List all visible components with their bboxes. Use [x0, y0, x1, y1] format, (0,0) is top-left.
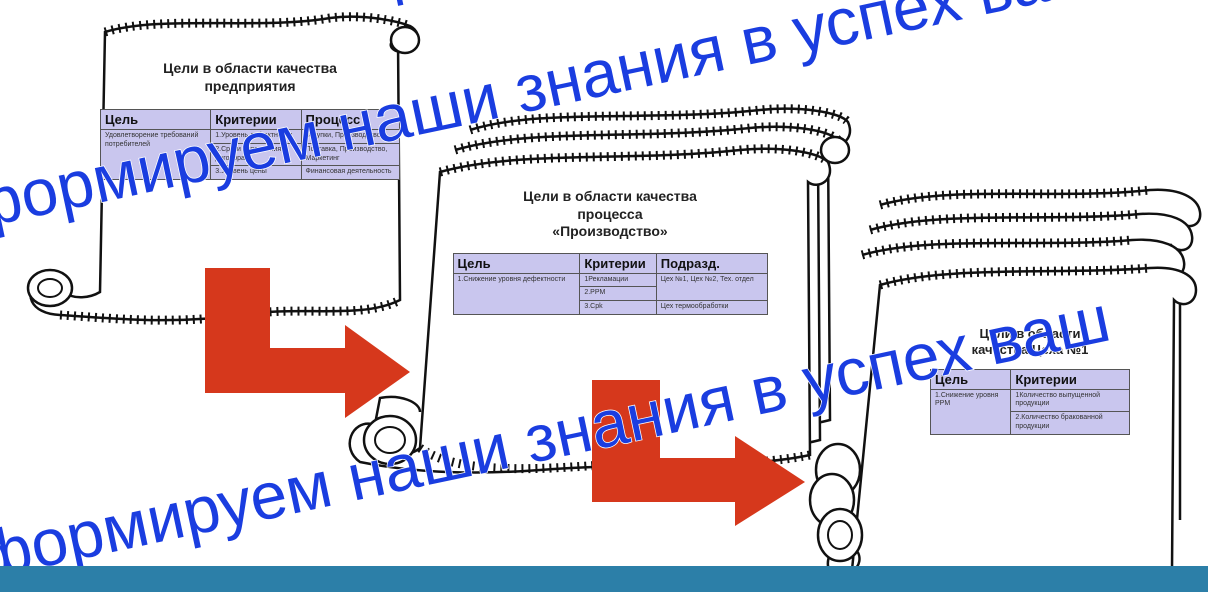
- table-header-row: Цель Критерии Подразд.: [453, 253, 767, 273]
- table-row: 1.Снижение уровня PPM 1Количество выпуще…: [931, 389, 1130, 412]
- table-header: Цель: [453, 253, 580, 273]
- scroll-2-title: Цели в области качества процесса «Произв…: [450, 188, 770, 241]
- scroll-2-title-line1: Цели в области качества: [450, 188, 770, 206]
- scroll-2-table: Цель Критерии Подразд. 1.Снижение уровня…: [453, 253, 768, 315]
- scroll-2-title-line2: процесса: [450, 206, 770, 224]
- scroll-2-content: Цели в области качества процесса «Произв…: [450, 188, 770, 315]
- table-cell: 1Рекламации: [580, 273, 656, 287]
- table-cell: Цех №1, Цех №2, Тех. отдел: [656, 273, 767, 301]
- table-cell: 3.Cpk: [580, 301, 656, 315]
- scroll-2-title-line3: «Производство»: [450, 223, 770, 241]
- table-cell: Цех термообработки: [656, 301, 767, 315]
- table-cell: 1Количество выпущенной продукции: [1011, 389, 1130, 412]
- table-cell: 2.Количество бракованной продукции: [1011, 412, 1130, 435]
- table-header: Подразд.: [656, 253, 767, 273]
- bottom-bar: [0, 566, 1208, 592]
- table-header: Критерии: [580, 253, 656, 273]
- table-cell: 2.PPM: [580, 287, 656, 301]
- table-cell: 1.Снижение уровня дефектности: [453, 273, 580, 314]
- table-row: 1.Снижение уровня дефектности 1Рекламаци…: [453, 273, 767, 287]
- table-cell: 1.Снижение уровня PPM: [931, 389, 1011, 434]
- scroll-1-title-line1: Цели в области качества: [100, 60, 400, 78]
